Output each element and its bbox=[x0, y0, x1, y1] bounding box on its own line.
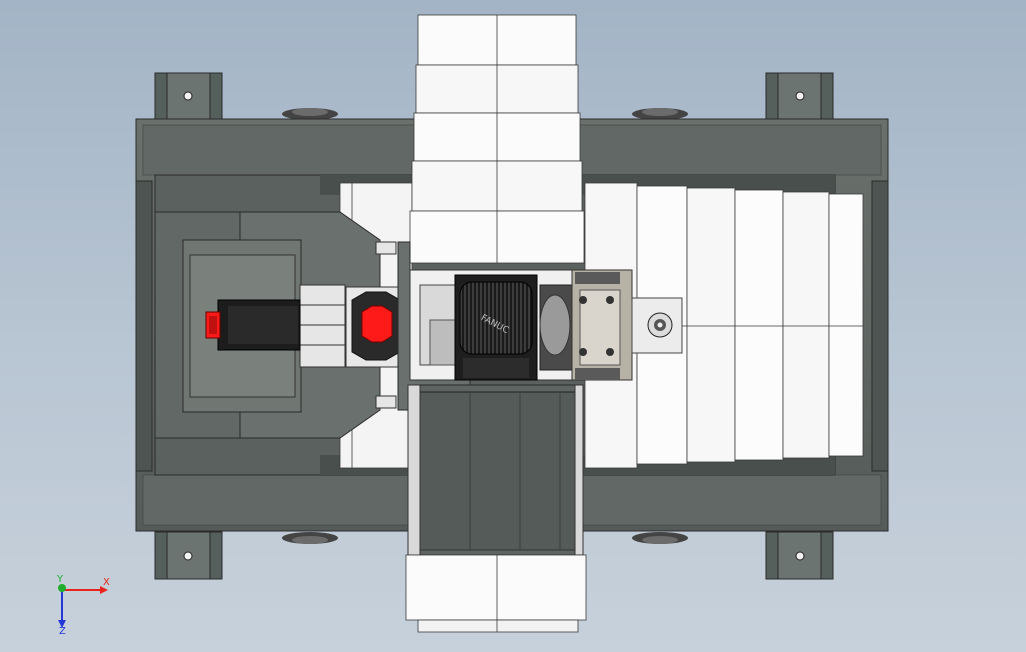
mounting-foot-bottom-right bbox=[765, 531, 834, 580]
triad-z-label: Z bbox=[59, 626, 66, 637]
spindle-head: FANUC bbox=[397, 241, 683, 411]
mounting-feet bbox=[154, 72, 834, 580]
column-lower bbox=[407, 384, 584, 556]
triad-x-label: X bbox=[103, 577, 110, 588]
z-axis-bellows-bottom bbox=[405, 554, 587, 633]
triad-y-label: Y bbox=[56, 574, 64, 585]
mounting-foot-top-right bbox=[765, 72, 834, 121]
ballscrew-nut-housing bbox=[345, 286, 407, 368]
triad-y-axis bbox=[58, 584, 66, 592]
spindle-nose bbox=[631, 297, 683, 354]
mounting-foot-bottom-left bbox=[154, 531, 223, 580]
z-axis-bellows-top bbox=[409, 14, 585, 264]
mounting-foot-top-left bbox=[154, 72, 223, 121]
linear-guide-blocks bbox=[375, 241, 397, 409]
spindle-motor-fan: FANUC bbox=[454, 274, 538, 381]
x-axis-servo-motor bbox=[205, 299, 301, 351]
leveling-pads bbox=[282, 108, 688, 544]
